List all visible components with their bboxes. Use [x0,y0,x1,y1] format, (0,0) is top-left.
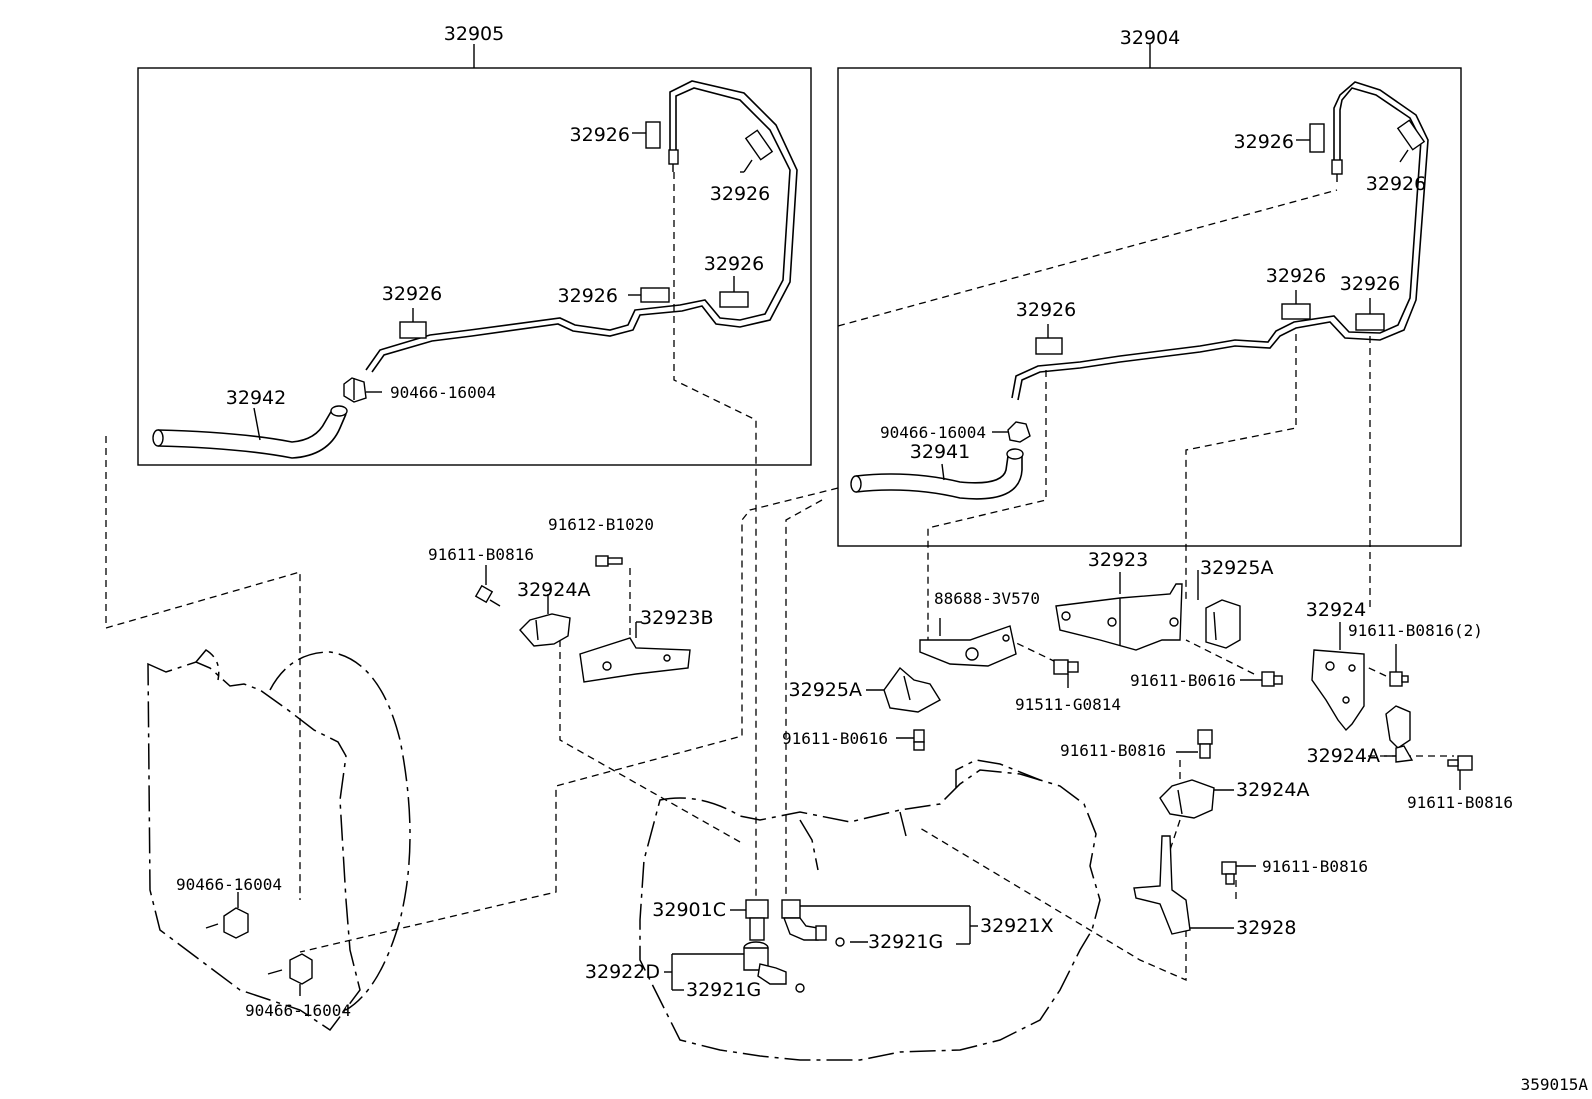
label-32941: 32941 [910,441,970,463]
label-32924a: 32924A [517,579,590,601]
label-32926: 32926 [1340,273,1400,295]
label-91611-b0816: 91611-B0816 [1262,857,1368,876]
grommet-32926-right-a [1309,123,1325,153]
label-90466-16004: 90466-16004 [390,383,496,402]
clamp-90466-16004-bottom-a [205,907,249,939]
label-91611-b0816: 91611-B0816 [1407,793,1513,812]
figure-number: 359015A [1521,1075,1589,1094]
label-91611-b0616: 91611-B0616 [1130,671,1236,690]
hose-32942 [152,405,348,459]
group-label-32905: 32905 [444,23,504,45]
bolt-91611-b0616-right [1261,671,1283,687]
label-32926: 32926 [1366,173,1426,195]
clamp-32925a-upper [1205,599,1241,649]
bracket-32924 [1311,649,1365,732]
grommet-32926-left-b [744,129,774,161]
bolt-91611-b0816-far-right [1447,755,1473,771]
label-91611-b0816: 91611-B0816 [428,545,534,564]
label-91611-b0816-2: 91611-B0816(2) [1348,621,1483,640]
label-32921g: 32921G [686,979,761,1001]
label-32924a: 32924A [1236,779,1309,801]
label-32926: 32926 [1016,299,1076,321]
label-32925a: 32925A [1200,557,1273,579]
tube-assembly-left [365,80,798,373]
bolt-91611-b0816-left [474,584,501,607]
bolt-91611-b0616-left [913,729,925,751]
bracket-32923 [1055,583,1183,651]
bracket-32923b [579,637,691,683]
clamp-90466-16004-bottom-b [267,953,313,985]
label-32926: 32926 [558,285,618,307]
label-88688-3v570: 88688-3V570 [934,589,1040,608]
grommet-32926-left-d [640,287,670,303]
label-32924a: 32924A [1307,745,1380,767]
label-32923: 32923 [1088,549,1148,571]
bracket-32928 [1133,835,1191,935]
clamp-90466-16004-left [343,377,367,403]
label-90466-16004: 90466-16004 [245,1001,351,1020]
label-32922d: 32922D [585,961,660,983]
clip-32924a-left [519,613,571,647]
group-box-right: 32904 [837,27,1462,547]
label-32921g: 32921G [868,931,943,953]
transmission-outline-center [639,759,1101,1061]
label-91612-b1020: 91612-B1020 [548,515,654,534]
label-32942: 32942 [226,387,286,409]
tube-assembly-right [1011,81,1429,401]
elbow-32921x [781,899,845,947]
label-32926: 32926 [1266,265,1326,287]
union-32901c [745,899,769,941]
label-32926: 32926 [570,124,630,146]
clip-32924a-mid [1159,779,1215,819]
grommet-32926-right-e [1035,337,1063,355]
label-90466-16004: 90466-16004 [880,423,986,442]
label-32926: 32926 [1234,131,1294,153]
clamp-32925a-left [883,666,941,713]
clip-32924a-right [1385,705,1414,763]
label-32926: 32926 [710,183,770,205]
bolt-91611-b0816-mid [1197,729,1213,759]
label-32926: 32926 [382,283,442,305]
label-32925a: 32925A [789,679,862,701]
group-label-32904: 32904 [1120,27,1180,49]
label-32921x: 32921X [980,915,1053,937]
clamp-90466-16004-right [1007,421,1031,443]
grommet-32926-left-a [645,121,661,149]
label-32901c: 32901C [652,899,726,921]
grommet-32926-right-d [1355,313,1385,331]
bracket-88688-3v570 [919,625,1017,667]
bolt-91511-g0814 [1053,659,1079,675]
label-91611-b0616: 91611-B0616 [782,729,888,748]
grommet-32926-right-c [1281,303,1311,320]
label-32926: 32926 [704,253,764,275]
grommet-32926-left-e [399,321,427,339]
grommet-32926-right-b [1396,119,1426,151]
label-32923b: 32923B [640,607,713,629]
label-32924: 32924 [1306,599,1366,621]
label-91511-g0814: 91511-G0814 [1015,695,1121,714]
label-91611-b0816: 91611-B0816 [1060,741,1166,760]
grommet-32926-left-c [719,291,749,308]
group-box-left: 32905 [137,23,812,466]
bolt-91611-b0816-2 [1389,671,1409,687]
label-32928: 32928 [1236,917,1296,939]
elbow-32922d [743,941,805,993]
transmission-outline-left [147,649,411,1032]
label-90466-16004: 90466-16004 [176,875,282,894]
bolt-91612-b1020 [595,555,623,567]
hose-32941 [850,448,1024,500]
bolt-91611-b0816-lower [1221,861,1237,885]
